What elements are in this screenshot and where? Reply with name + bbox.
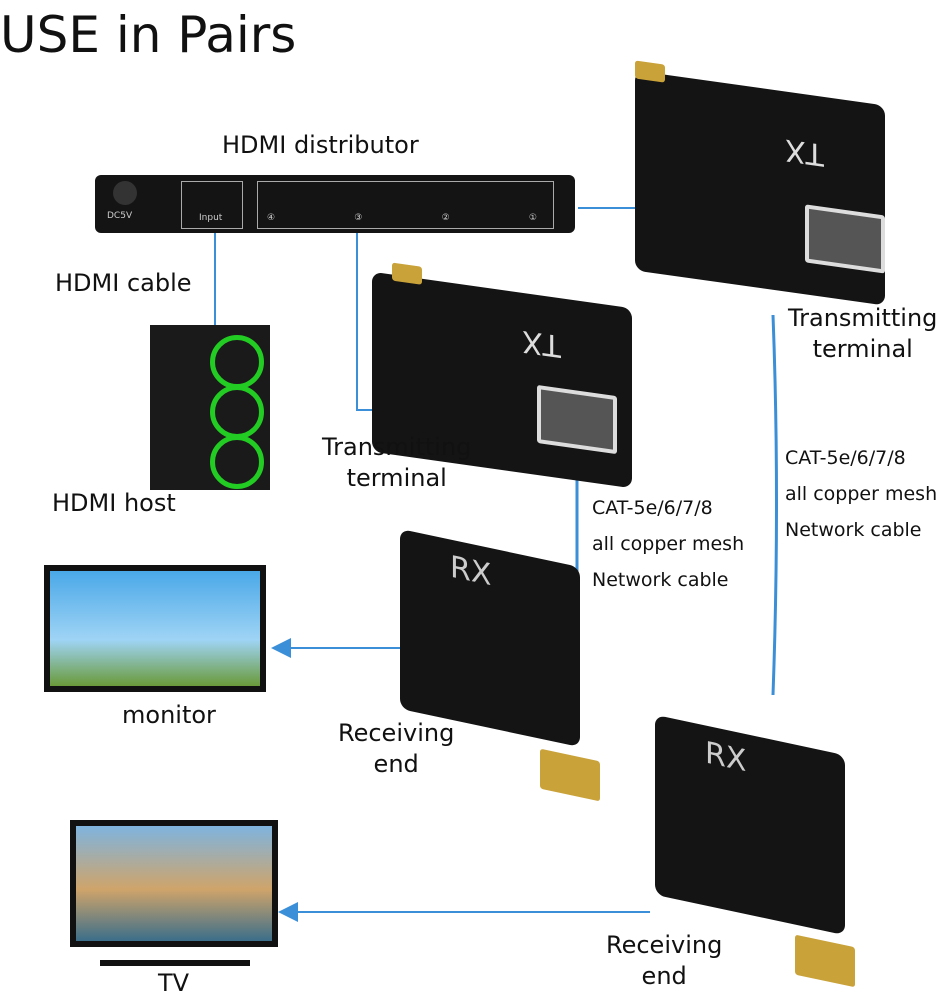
network-cable-2 (771, 314, 778, 696)
hdmi-cable-label: HDMI cable (55, 269, 192, 297)
dc5v-label: DC5V (107, 211, 133, 221)
rx-text: RX (705, 735, 747, 780)
rx-text: RX (450, 549, 492, 594)
hdmi-host-label: HDMI host (52, 489, 176, 517)
input-label: Input (199, 213, 223, 223)
port-2: ② (441, 213, 450, 223)
distributor-label: HDMI distributor (222, 131, 419, 159)
port-1: ① (528, 213, 537, 223)
tv-label: TV (158, 969, 190, 997)
tx-text: TX (785, 131, 824, 172)
port-4: ④ (267, 213, 276, 223)
transmitter-2: TX (635, 60, 885, 306)
monitor-label: monitor (122, 701, 216, 729)
monitor (44, 565, 266, 692)
tx-text: TX (522, 322, 561, 364)
hdmi-host-pc (150, 325, 270, 490)
port-3: ③ (354, 213, 363, 223)
diagram-title: USE in Pairs (0, 6, 297, 64)
tv (70, 820, 278, 947)
tv-stand (100, 960, 250, 966)
hdmi-distributor: DC5V Input ④ ③ ② ① (95, 175, 575, 233)
receiver-1: RX (400, 528, 600, 802)
